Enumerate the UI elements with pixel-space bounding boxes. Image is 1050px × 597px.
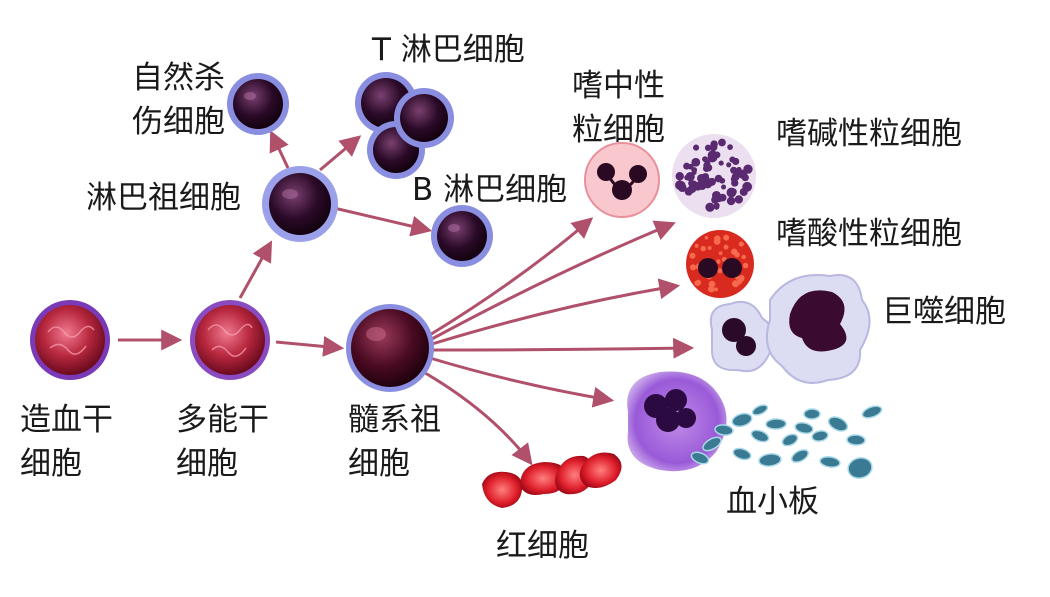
red-blood-cells (482, 452, 622, 508)
t-lymphocytes (355, 72, 454, 179)
arrow-lymphoid-to-nk (269, 130, 290, 169)
label-lymphoid-progenitor: 淋巴祖细胞 (86, 180, 241, 216)
nk-cell (227, 73, 289, 135)
arrow-myeloid-to-basophil (429, 220, 676, 342)
platelet (758, 453, 782, 467)
platelet (861, 405, 883, 419)
platelet (811, 430, 829, 442)
platelet (794, 422, 814, 434)
platelet (750, 429, 770, 443)
platelet (791, 449, 809, 463)
arrow-lymphoid-to-bcell (333, 206, 433, 237)
platelet (827, 416, 849, 432)
b-lymphocyte (431, 205, 493, 267)
platelet (732, 447, 752, 461)
myeloid-progenitor-cell (346, 304, 434, 392)
label-eosinophil: 嗜酸性粒细胞 (776, 216, 962, 252)
arrow-mpp-to-lymphoid (238, 240, 273, 299)
platelets (690, 404, 883, 479)
label-platelet: 血小板 (726, 484, 819, 520)
platelet (765, 418, 787, 430)
platelet (846, 434, 866, 446)
label-macrophage: 巨噬细胞 (882, 294, 1006, 330)
platelet (803, 408, 821, 420)
arrow-myeloid-to-neutrophil (427, 217, 594, 338)
platelet (751, 404, 769, 416)
platelet (819, 456, 841, 468)
label-basophil: 嗜碱性粒细胞 (776, 116, 962, 152)
platelet (702, 436, 722, 452)
lymphoid-progenitor-cell (262, 166, 338, 242)
mpp-cell (190, 300, 270, 380)
basophil-cell (672, 134, 756, 218)
arrow-mpp-to-myeloid (275, 335, 345, 357)
label-mpp: 多能干 细胞 (176, 402, 269, 482)
platelet (714, 424, 734, 436)
label-myeloid-progenitor: 髓系祖 细胞 (348, 402, 441, 482)
macrophage-cells (709, 274, 871, 384)
arrows (118, 130, 695, 466)
eosinophil-cell (686, 230, 754, 298)
platelet (847, 457, 873, 479)
platelet (781, 433, 799, 447)
platelet (731, 412, 753, 428)
arrow-myeloid-to-macrophage (431, 337, 695, 359)
neutrophil-cell (584, 142, 660, 218)
arrow-myeloid-to-platelet (429, 356, 615, 408)
label-bcell: B 淋巴细胞 (412, 172, 568, 208)
platelet (690, 451, 710, 465)
arrow-myeloid-to-eosinophil (431, 278, 681, 346)
hsc-cell (30, 300, 110, 380)
arrow-lymphoid-to-tcell (319, 135, 362, 172)
label-tcell: T 淋巴细胞 (372, 32, 525, 68)
label-rbc: 红细胞 (496, 528, 589, 564)
arrow-myeloid-to-rbc (419, 368, 533, 466)
label-hsc: 造血干 细胞 (20, 402, 113, 482)
label-nk: 自然杀 伤细胞 (132, 60, 225, 140)
megakaryocyte-cell (627, 371, 727, 472)
label-neutrophil: 嗜中性 粒细胞 (572, 68, 665, 148)
